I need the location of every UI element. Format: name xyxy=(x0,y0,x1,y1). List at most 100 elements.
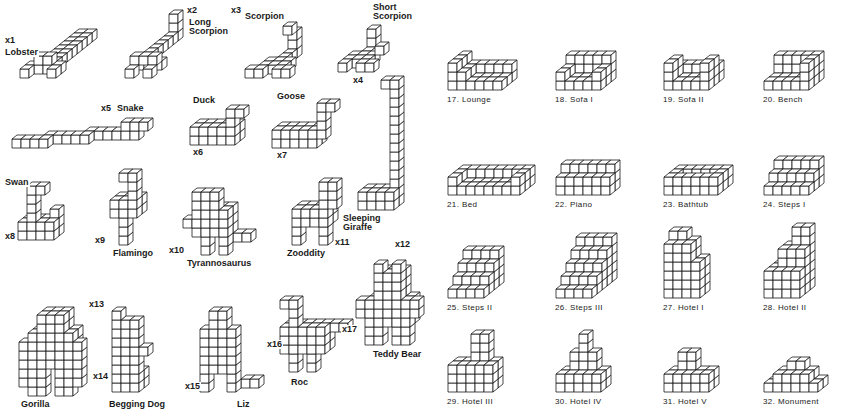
cube-face xyxy=(467,51,472,64)
cube-face xyxy=(19,342,28,351)
cube-face xyxy=(579,276,588,285)
cube-face xyxy=(233,233,242,242)
cube-face xyxy=(227,347,236,356)
cube-face xyxy=(796,361,805,370)
figure-caption: 26. Steps III xyxy=(554,304,604,312)
cube-face xyxy=(592,72,601,81)
cube-face xyxy=(682,186,691,195)
cube-face xyxy=(112,374,121,383)
cube-face xyxy=(507,73,512,86)
cube-face xyxy=(209,311,218,320)
cube-face xyxy=(664,72,673,81)
cube-face xyxy=(782,271,791,280)
cube-face xyxy=(64,387,73,396)
cube-face xyxy=(691,240,696,253)
cube-face xyxy=(328,182,337,191)
cube-face xyxy=(791,280,800,289)
cube-face xyxy=(374,273,383,282)
cube-face xyxy=(338,63,347,72)
cube-face xyxy=(59,205,64,218)
cube-face xyxy=(787,173,796,182)
cube-face xyxy=(700,374,709,383)
callout-number: x3 xyxy=(230,6,242,15)
cube-face xyxy=(55,360,64,369)
cube-face xyxy=(579,164,588,173)
cube-face xyxy=(773,289,782,298)
figure-caption: 27. Hotel I xyxy=(662,304,705,312)
cube-face xyxy=(121,365,130,374)
cube-face xyxy=(27,213,36,222)
cube-face xyxy=(367,192,376,201)
cube-face xyxy=(570,352,579,361)
cube-face xyxy=(374,309,383,318)
cube-face xyxy=(484,285,489,298)
cube-face xyxy=(69,307,74,320)
cube-face xyxy=(453,276,462,285)
cube-face xyxy=(592,383,601,392)
cube-face xyxy=(705,254,710,267)
cube-face xyxy=(774,64,783,73)
figure-caption: 18. Sofa I xyxy=(554,96,594,104)
cube-face xyxy=(356,309,365,318)
cube-face xyxy=(56,65,61,78)
cube-face xyxy=(365,63,374,72)
cube-face xyxy=(356,300,365,309)
cube-face xyxy=(615,160,620,173)
cube-face xyxy=(691,383,700,392)
cube-face xyxy=(289,363,298,372)
figure-caption: 30. Hotel IV xyxy=(554,398,603,406)
cube-face xyxy=(466,374,475,383)
cube-face xyxy=(494,259,499,272)
cube-face xyxy=(800,267,805,280)
cube-figure xyxy=(12,118,153,148)
cube-face xyxy=(73,378,82,387)
cube-face xyxy=(700,72,709,81)
cube-face xyxy=(466,68,471,81)
cube-face xyxy=(365,300,374,309)
cube-face xyxy=(481,250,490,259)
cube-face xyxy=(448,81,457,90)
cube-face xyxy=(130,56,139,65)
cube-figure xyxy=(764,51,824,90)
cube-face xyxy=(574,383,583,392)
cube-face xyxy=(356,63,365,72)
cube-face xyxy=(783,64,792,73)
cube-face xyxy=(110,200,119,209)
figure-name: Teddy Bear xyxy=(372,350,422,359)
cube-face xyxy=(714,55,719,68)
cube-face xyxy=(796,258,805,267)
cube-figure xyxy=(183,188,256,255)
cube-face xyxy=(64,378,73,387)
callout-number: x7 xyxy=(276,151,288,160)
cube-face xyxy=(36,186,45,195)
cube-face xyxy=(219,219,228,228)
cube-face xyxy=(209,347,218,356)
cube-face xyxy=(130,329,139,338)
cube-face xyxy=(45,231,54,240)
cube-face xyxy=(47,69,56,78)
cube-face xyxy=(169,14,178,23)
cube-face xyxy=(467,263,476,272)
cube-face xyxy=(392,318,401,327)
cube-face xyxy=(814,366,819,379)
cube-face xyxy=(281,130,290,139)
cube-face xyxy=(719,60,724,73)
cube-face xyxy=(728,165,733,178)
cube-face xyxy=(782,280,791,289)
cube-face xyxy=(565,383,574,392)
cube-face xyxy=(678,361,687,370)
figure-name: Scorpion xyxy=(244,12,285,21)
cube-face xyxy=(448,72,457,81)
cube-face xyxy=(119,218,128,227)
cube-face xyxy=(190,127,199,136)
cube-face xyxy=(241,379,250,388)
cube-face xyxy=(475,365,484,374)
cube-face xyxy=(298,327,307,336)
cube-face xyxy=(588,361,597,370)
cube-face xyxy=(683,64,692,73)
cube-face xyxy=(298,345,307,354)
cube-face xyxy=(556,289,565,298)
cube-face xyxy=(583,81,592,90)
cube-face xyxy=(347,59,352,72)
